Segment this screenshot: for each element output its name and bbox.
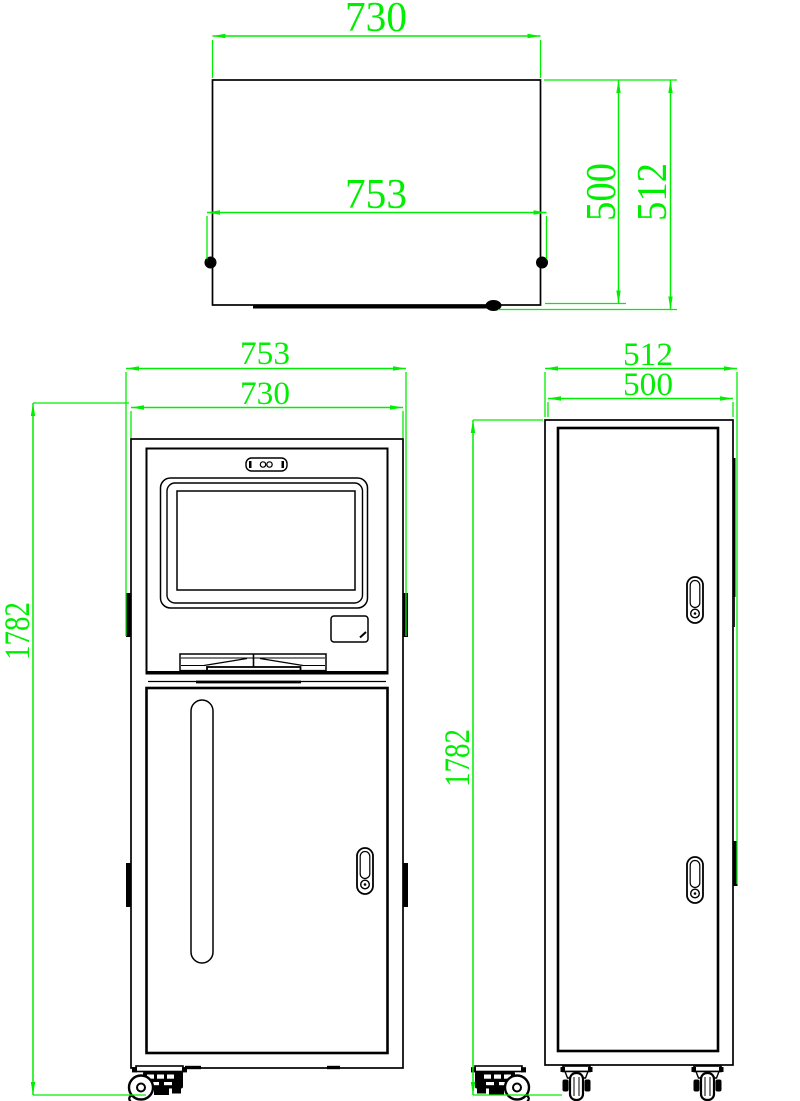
door-handle-front (356, 847, 374, 895)
dim-label-front-width-overall: 753 (240, 336, 290, 372)
base-tick (327, 1065, 340, 1070)
side-door (556, 426, 720, 1053)
side-view-dimensions: 512 500 1782 (437, 337, 738, 1096)
dim-label-top-width: 730 (345, 0, 407, 41)
door-handle-side-upper (686, 576, 704, 624)
hinge-left-top (204, 256, 217, 269)
dim-label-front-height: 1782 (0, 602, 37, 660)
side-view: 512 500 1782 (437, 337, 738, 1101)
card-reader-slot-mark (359, 631, 367, 639)
tray-bevel-left (203, 657, 248, 667)
vent-slot (190, 699, 214, 964)
camera-lens-icon (266, 461, 273, 468)
hinge-front-left-upper (126, 593, 131, 637)
hinge-front-right-lower (403, 863, 408, 907)
caster-side-right (690, 1064, 725, 1101)
top-view: 730 753 500 512 (204, 0, 677, 311)
caster-side-left (559, 1064, 594, 1101)
camera-end-tick-right (281, 461, 284, 468)
front-view: 753 730 1782 (0, 336, 531, 1101)
tray-bevel-right (259, 657, 304, 667)
dim-label-side-height: 1782 (437, 729, 477, 787)
hinge-right-top (536, 256, 548, 269)
door-handle-side-lower (686, 856, 704, 904)
dim-label-front-width: 730 (240, 376, 290, 412)
keyboard-tray (179, 653, 327, 673)
hinge-front-left-lower (126, 863, 131, 907)
caster-front-left (127, 1064, 189, 1101)
front-view-dimensions: 753 730 1782 (0, 336, 407, 1096)
camera-bar (245, 457, 288, 472)
hinge-side-lower (733, 841, 738, 886)
dim-label-top-depth: 500 (579, 163, 625, 221)
dim-label-top-depth-overall: 512 (630, 163, 676, 221)
base-tick (185, 1065, 201, 1070)
top-view-dimensions: 730 753 500 512 (206, 0, 677, 311)
dim-label-side-depth: 500 (623, 367, 673, 403)
camera-lens-icon (259, 461, 267, 468)
dim-label-top-width-overall: 753 (345, 172, 407, 218)
lower-door (145, 686, 389, 1055)
lock-knob-top (485, 300, 502, 311)
screen-panel (176, 490, 356, 591)
caster-front-right (469, 1064, 531, 1101)
card-reader (330, 615, 369, 643)
camera-end-tick-left (249, 461, 252, 468)
cabinet-top-outline (211, 79, 542, 306)
